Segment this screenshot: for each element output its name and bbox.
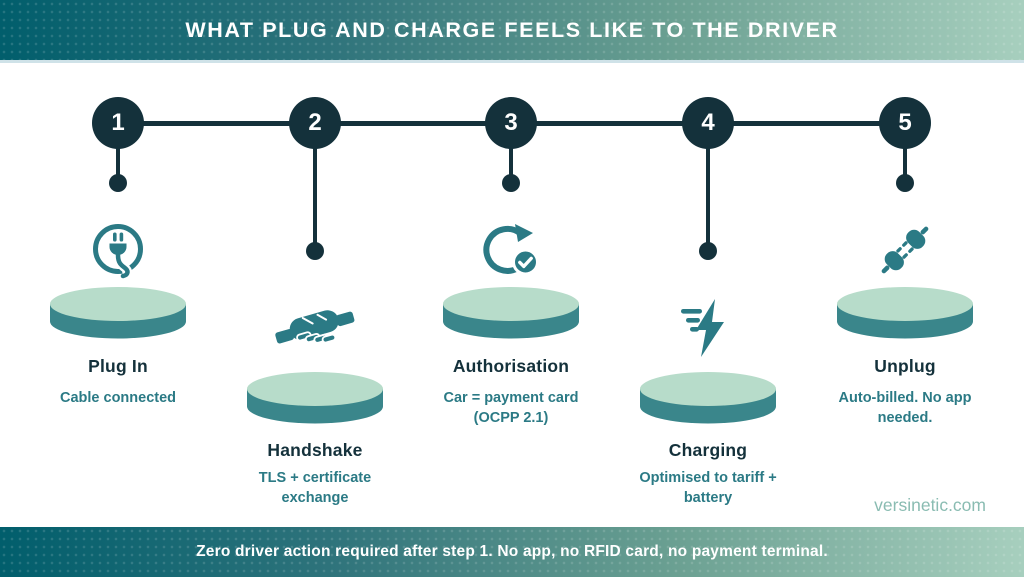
step-2-node: 2 <box>289 97 341 149</box>
node-dot <box>502 174 520 192</box>
platform-disc <box>638 371 778 430</box>
plug-circle-icon <box>89 219 147 281</box>
step-5-node: 5 <box>879 97 931 149</box>
step-subtitle: Auto-billed. No app needed. <box>838 390 972 427</box>
step-charging: 4 Charging Optimised to tariff + battery <box>618 0 798 577</box>
website-url: versinetic.com <box>874 495 986 515</box>
step-plug-in: 1 Plug In Cable connected <box>28 0 208 577</box>
step-number: 5 <box>898 109 912 136</box>
node-stub-line <box>706 148 710 243</box>
step-handshake: 2 <box>225 0 405 577</box>
infographic-title: WHAT PLUG AND CHARGE FEELS LIKE TO THE D… <box>185 17 839 42</box>
step-number: 1 <box>111 109 125 136</box>
step-title: Handshake <box>267 440 363 460</box>
platform-disc <box>441 286 581 345</box>
step-authorisation: 3 Authorisation Car = payment card (OCPP… <box>421 0 601 577</box>
step-1-node: 1 <box>92 97 144 149</box>
step-number: 3 <box>504 109 518 136</box>
node-stub-line <box>903 148 907 176</box>
refresh-check-icon <box>480 219 542 281</box>
node-stub-line <box>116 148 120 176</box>
step-subtitle: TLS + certificate exchange <box>258 470 372 507</box>
node-dot <box>896 174 914 192</box>
handshake-icon <box>273 297 357 359</box>
node-dot <box>699 242 717 260</box>
platform-disc <box>245 371 385 430</box>
step-number: 4 <box>701 109 715 136</box>
step-title: Plug In <box>88 356 148 376</box>
step-subtitle: Cable connected <box>59 390 177 406</box>
node-dot <box>109 174 127 192</box>
step-subtitle: Optimised to tariff + battery <box>639 470 777 507</box>
step-subtitle: Car = payment card (OCPP 2.1) <box>443 390 579 427</box>
footer-banner: Zero driver action required after step 1… <box>0 527 1024 577</box>
footer-note: Zero driver action required after step 1… <box>196 543 828 560</box>
step-3-node: 3 <box>485 97 537 149</box>
step-title: Authorisation <box>452 356 570 376</box>
step-title: Unplug <box>874 356 936 376</box>
unplug-icon <box>872 219 938 281</box>
step-4-node: 4 <box>682 97 734 149</box>
step-unplug: 5 Unp <box>815 0 995 577</box>
node-dot <box>306 242 324 260</box>
step-number: 2 <box>308 109 322 136</box>
node-stub-line <box>509 148 513 176</box>
header-banner: WHAT PLUG AND CHARGE FEELS LIKE TO THE D… <box>0 0 1024 63</box>
node-stub-line <box>313 148 317 243</box>
platform-disc <box>48 286 188 345</box>
lightning-icon <box>681 297 735 359</box>
step-title: Charging <box>668 440 748 460</box>
platform-disc <box>835 286 975 345</box>
